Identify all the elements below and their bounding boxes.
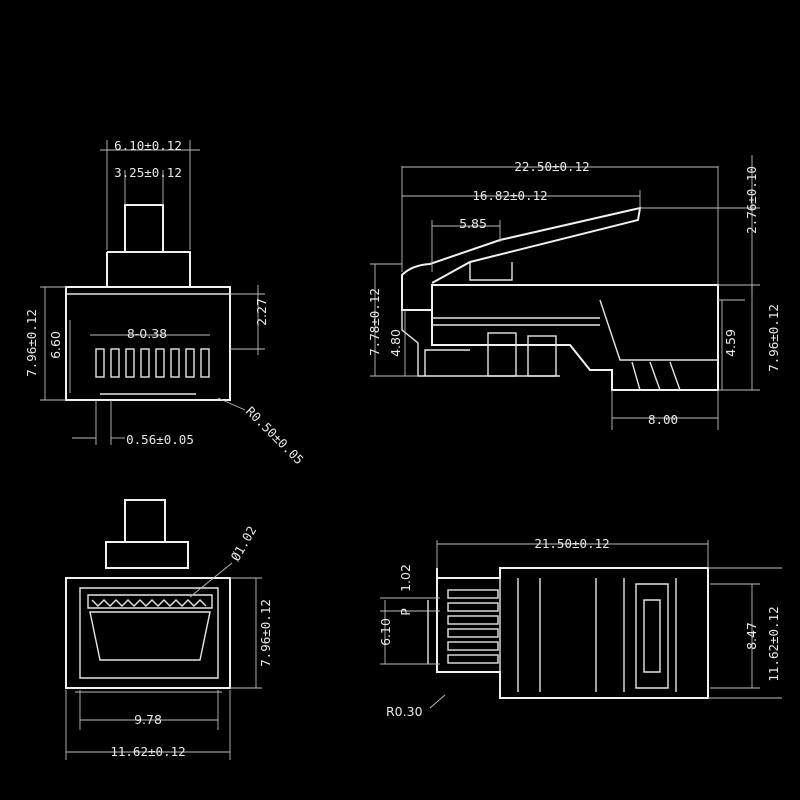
top-pins-span: 6.10 xyxy=(378,618,393,646)
front-corner-radius: R0.50±0.05 xyxy=(243,404,307,468)
top-body xyxy=(436,567,709,699)
rear-view: Ø1.02 7.96±0.12 9.78 11.62±0.12 xyxy=(65,499,273,760)
top-corner-radius: R0.30 xyxy=(386,704,423,719)
side-length-total: 22.50±0.12 xyxy=(514,159,589,174)
side-height-total: 7.96±0.12 xyxy=(766,304,781,372)
front-body-height: 6.60 xyxy=(48,331,63,359)
top-pitch-label: P xyxy=(398,608,413,616)
rear-opening-width: 9.78 xyxy=(134,712,162,727)
front-height-total: 7.96±0.12 xyxy=(24,309,39,377)
top-window xyxy=(635,583,669,689)
rear-width-total: 11.62±0.12 xyxy=(110,744,185,759)
rear-height-total: 7.96±0.12 xyxy=(258,599,273,667)
side-boot-length: 8.00 xyxy=(648,412,678,427)
front-pin-pitch: 0.56±0.05 xyxy=(126,432,194,447)
rear-hole-dia: Ø1.02 xyxy=(228,523,260,563)
front-pin-offset: 2.27 xyxy=(254,298,269,326)
side-front-height: 7.78±0.12 xyxy=(367,288,382,356)
rear-latch-tab xyxy=(124,499,166,543)
side-inner-height: 4.59 xyxy=(723,329,738,357)
side-body xyxy=(401,284,719,391)
top-view: 21.50±0.12 1.02 P 6.10 8.47 11.62±0.12 R… xyxy=(378,536,782,719)
side-latch xyxy=(401,206,642,287)
side-body-length: 16.82±0.12 xyxy=(472,188,547,203)
top-pin-width: 1.02 xyxy=(398,564,413,592)
side-view: 22.50±0.12 16.82±0.12 5.85 2.76±0.10 7.7… xyxy=(367,155,781,430)
front-view: 6.10±0.12 3.25±0.12 7.96±0.12 6.60 2.27 … xyxy=(24,138,307,467)
side-lower-height: 4.80 xyxy=(388,329,403,357)
front-contacts xyxy=(95,348,210,378)
top-inner-width: 8.47 xyxy=(744,622,759,650)
front-latch-width: 3.25±0.12 xyxy=(114,165,182,180)
side-latch-start: 5.85 xyxy=(459,216,487,231)
front-width-total: 6.10±0.12 xyxy=(114,138,182,153)
front-latch-tab xyxy=(124,204,164,253)
rear-contact-teeth xyxy=(91,599,207,607)
side-latch-height: 2.76±0.10 xyxy=(744,166,759,234)
front-pins: 8-0.38 xyxy=(127,326,167,341)
top-width-total: 11.62±0.12 xyxy=(766,606,781,681)
top-contacts xyxy=(447,589,499,664)
front-latch-base xyxy=(107,251,191,287)
rear-latch-base xyxy=(105,541,189,569)
front-body xyxy=(65,286,231,401)
top-length-total: 21.50±0.12 xyxy=(534,536,609,551)
